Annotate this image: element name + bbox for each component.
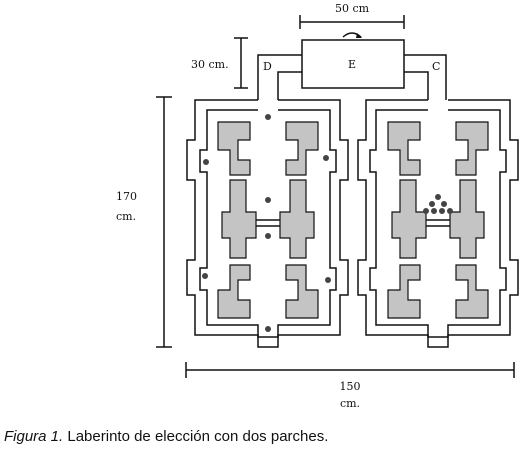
dimension-bottom-width-unit: cm.: [340, 397, 360, 410]
dimension-top-width: [299, 15, 405, 29]
block: [455, 121, 489, 176]
block: [217, 264, 251, 319]
food-dot: [447, 208, 453, 214]
food-dot: [265, 197, 271, 203]
maze-right-blocks: [387, 121, 489, 319]
label-e: E: [348, 58, 356, 71]
food-dot: [203, 159, 209, 165]
maze-left-dots: [202, 114, 331, 332]
dimension-bottom-width-value: 150: [340, 380, 361, 393]
label-d: D: [263, 60, 272, 73]
block: [285, 121, 319, 176]
food-dot: [265, 233, 271, 239]
start-box: [257, 32, 447, 100]
label-c: C: [432, 60, 440, 73]
block: [449, 179, 485, 259]
maze-right: [357, 99, 519, 348]
maze-right-food-cluster: [423, 194, 453, 214]
dimension-side-height-label: 30 cm.: [191, 58, 229, 71]
food-dot: [435, 194, 441, 200]
food-dot: [202, 273, 208, 279]
figure-caption: Figura 1. Laberinto de elección con dos …: [4, 428, 328, 445]
food-dot: [439, 208, 445, 214]
block: [387, 264, 421, 319]
food-dot: [441, 201, 447, 207]
food-dot: [423, 208, 429, 214]
dimension-side-height: [234, 37, 248, 89]
block: [391, 179, 427, 259]
block: [455, 264, 489, 319]
dimension-top-width-label: 50 cm: [335, 2, 370, 15]
food-dot: [429, 201, 435, 207]
block: [279, 179, 315, 259]
dimension-left-height: [156, 96, 172, 348]
maze-left: [186, 99, 349, 348]
figure-caption-text: Laberinto de elección con dos parches.: [67, 428, 329, 445]
food-dot: [431, 208, 437, 214]
food-dot: [323, 155, 329, 161]
maze-left-blocks: [217, 121, 319, 319]
entry-arrow-icon: [356, 33, 362, 38]
figure-number: Figura 1.: [4, 428, 64, 445]
food-dot: [325, 277, 331, 283]
block: [217, 121, 251, 176]
food-dot: [265, 114, 271, 120]
food-dot: [265, 326, 271, 332]
block: [285, 264, 319, 319]
dimension-left-height-unit: cm.: [116, 210, 136, 223]
block: [387, 121, 421, 176]
block: [221, 179, 257, 259]
dimension-bottom-width: [185, 362, 515, 378]
dimension-left-height-value: 170: [116, 190, 137, 203]
